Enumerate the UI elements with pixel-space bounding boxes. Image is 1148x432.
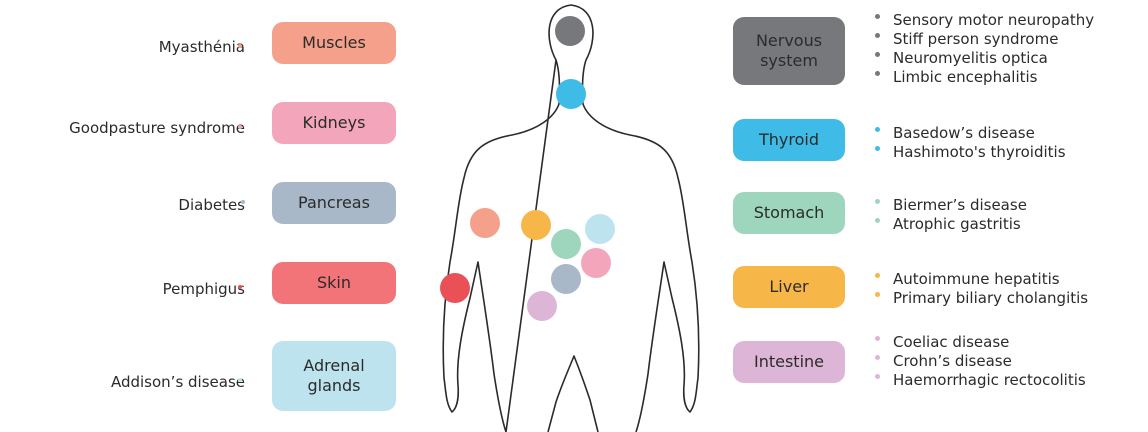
organ-kidneys: Kidneys [272, 102, 396, 144]
disease-label: Biermer’s disease [893, 196, 1027, 214]
list-item: Stiff person syndrome [875, 30, 1094, 49]
organ-adrenal-label-1: Adrenal [303, 356, 364, 376]
list-item: Biermer’s disease [875, 196, 1027, 215]
organ-adrenal-glands: Adrenal glands [272, 341, 396, 411]
organ-stomach: Stomach [733, 192, 845, 234]
disease-label: Sensory motor neuropathy [893, 11, 1094, 29]
organ-adrenal-label-2: glands [307, 376, 360, 396]
addison-bullet [238, 378, 242, 382]
liver-marker [521, 210, 551, 240]
disease-label: Crohn’s disease [893, 352, 1012, 370]
organ-nervous-label-2: system [760, 51, 818, 71]
disease-label: Atrophic gastritis [893, 215, 1021, 233]
list-item: Sensory motor neuropathy [875, 11, 1094, 30]
disease-addison: Addison’s disease [111, 373, 245, 391]
organ-intestine-label: Intestine [754, 352, 824, 372]
disease-diabetes: Diabetes [178, 196, 245, 214]
organ-thyroid-label: Thyroid [759, 130, 819, 150]
organ-stomach-label: Stomach [754, 203, 825, 223]
disease-label: Haemorrhagic rectocolitis [893, 371, 1086, 389]
disease-label: Coeliac disease [893, 333, 1009, 351]
disease-label: Autoimmune hepatitis [893, 270, 1060, 288]
list-item: Basedow’s disease [875, 124, 1066, 143]
organ-liver-label: Liver [769, 277, 808, 297]
goodpasture-bullet [238, 125, 242, 129]
list-item: Autoimmune hepatitis [875, 270, 1088, 289]
organ-muscles-label: Muscles [302, 33, 366, 53]
muscles-marker [470, 208, 500, 238]
organ-intestine: Intestine [733, 341, 845, 383]
list-item: Primary biliary cholangitis [875, 289, 1088, 308]
organ-liver: Liver [733, 266, 845, 308]
intestine-marker [527, 291, 557, 321]
organ-muscles: Muscles [272, 22, 396, 64]
myasthenia-bullet [238, 44, 242, 48]
disease-label: Primary biliary cholangitis [893, 289, 1088, 307]
disease-label: Neuromyelitis optica [893, 49, 1048, 67]
organ-pancreas: Pancreas [272, 182, 396, 224]
list-item: Atrophic gastritis [875, 215, 1027, 234]
list-item: Coeliac disease [875, 333, 1086, 352]
thyroid-marker [556, 79, 586, 109]
nervous-disease-list: Sensory motor neuropathy Stiff person sy… [875, 11, 1094, 87]
list-item: Hashimoto's thyroiditis [875, 143, 1066, 162]
organ-nervous-label-1: Nervous [756, 31, 822, 51]
pancreas-marker [551, 264, 581, 294]
stomach-disease-list: Biermer’s disease Atrophic gastritis [875, 196, 1027, 234]
disease-label: Stiff person syndrome [893, 30, 1058, 48]
adrenal-marker [585, 214, 615, 244]
kidneys-marker [581, 248, 611, 278]
diabetes-bullet [241, 200, 245, 204]
stomach-marker [551, 229, 581, 259]
organ-skin: Skin [272, 262, 396, 304]
list-item: Crohn’s disease [875, 352, 1086, 371]
skin-marker [440, 273, 470, 303]
organ-pancreas-label: Pancreas [298, 193, 370, 213]
list-item: Haemorrhagic rectocolitis [875, 371, 1086, 390]
nervous-system-marker [555, 16, 585, 46]
list-item: Limbic encephalitis [875, 68, 1094, 87]
disease-label: Hashimoto's thyroiditis [893, 143, 1066, 161]
pemphigus-bullet [238, 285, 242, 289]
organ-thyroid: Thyroid [733, 119, 845, 161]
disease-myasthenia: Myasthénia [159, 38, 245, 56]
disease-label: Basedow’s disease [893, 124, 1035, 142]
disease-goodpasture: Goodpasture syndrome [69, 119, 245, 137]
organ-nervous-system: Nervous system [733, 17, 845, 85]
thyroid-disease-list: Basedow’s disease Hashimoto's thyroiditi… [875, 124, 1066, 162]
intestine-disease-list: Coeliac disease Crohn’s disease Haemorrh… [875, 333, 1086, 390]
disease-label: Limbic encephalitis [893, 68, 1037, 86]
list-item: Neuromyelitis optica [875, 49, 1094, 68]
organ-skin-label: Skin [317, 273, 351, 293]
disease-pemphigus: Pemphigus [163, 280, 245, 298]
liver-disease-list: Autoimmune hepatitis Primary biliary cho… [875, 270, 1088, 308]
organ-kidneys-label: Kidneys [303, 113, 366, 133]
